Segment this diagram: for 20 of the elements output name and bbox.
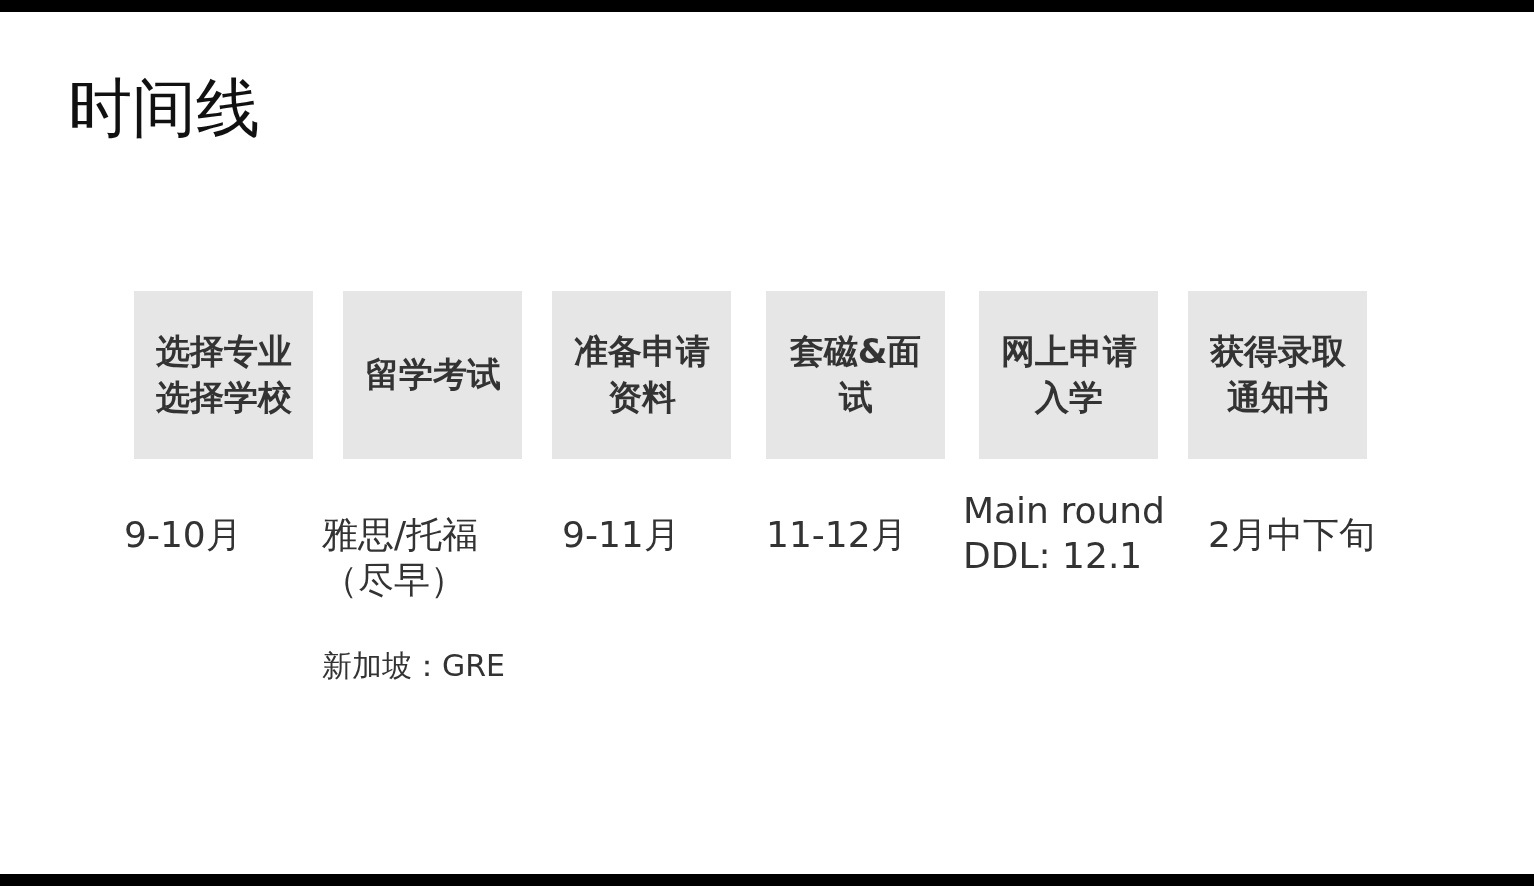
step-box [979,291,1158,459]
step-label: 获得录取通知书 [1208,330,1347,419]
step-label: 选择专业选择学校 [154,330,293,419]
step-box [134,291,313,459]
step-box [343,291,522,459]
step-label: 留学考试 [363,353,502,397]
step-label: 网上申请入学 [999,330,1138,419]
step-box [1188,291,1367,459]
date-text: 11-12月 [766,513,908,557]
step-box [552,291,731,459]
step-box [766,291,945,459]
step-label: 套磁&面试 [788,330,923,419]
step-label: 准备申请资料 [572,330,711,419]
note-text: 新加坡：GRE [322,647,506,685]
date-text: 9-10月 [124,513,243,557]
date-text: 2月中下旬 [1208,513,1376,557]
date-text: 9-11月 [562,513,681,557]
title: 时间线 [68,70,260,147]
date-text: 雅思/托福（尽早） [322,513,480,602]
date-text: Main round DDL: 12.1 [963,489,1166,578]
